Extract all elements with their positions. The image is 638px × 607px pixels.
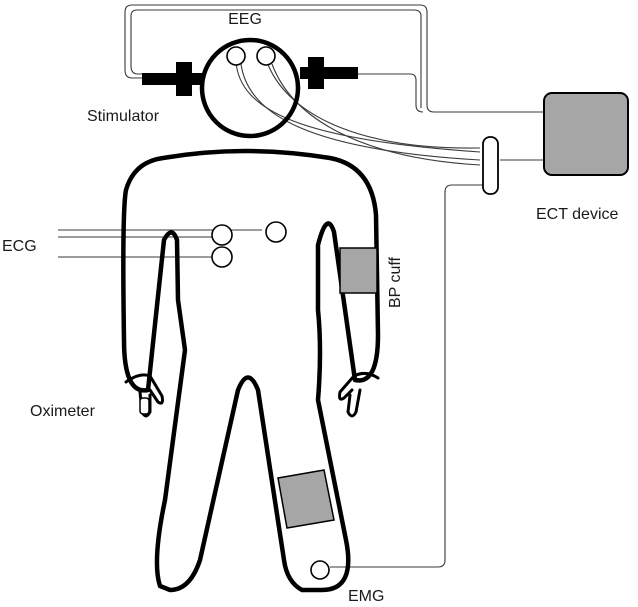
- label-bp-cuff: BP cuff: [387, 256, 404, 308]
- label-ecg: ECG: [2, 238, 37, 255]
- patient-body: [121, 37, 381, 593]
- ect-device-box: [543, 92, 629, 176]
- eeg-lead-wire-1: [235, 61, 481, 153]
- emg-cuff: [277, 469, 335, 529]
- wires: [58, 4, 545, 568]
- torso-and-legs: [121, 148, 381, 593]
- eeg-lead-wire-2: [240, 63, 481, 161]
- label-eeg: EEG: [228, 11, 262, 28]
- stimulator-left-grip: [176, 62, 192, 96]
- ecg-electrode-2: [211, 246, 233, 268]
- labels: EEG Stimulator ECT device ECG BP cuff Ox…: [2, 11, 619, 605]
- stimulator-lead-wire: [124, 4, 545, 113]
- stimulator-electrodes: [142, 57, 358, 96]
- oximeter-clip: [139, 397, 150, 415]
- eeg-electrode-left: [226, 46, 246, 66]
- stimulator-lead-wire-inner: [130, 9, 422, 108]
- ecg-electrodes: [211, 221, 287, 268]
- eeg-electrode-right: [256, 46, 276, 66]
- right-hand: [338, 371, 380, 418]
- emg-electrode: [310, 560, 330, 580]
- eeg-electrodes: [226, 46, 276, 66]
- cable-junction: [482, 136, 499, 195]
- stimulator-right-wire: [355, 73, 424, 113]
- label-emg: EMG: [348, 588, 384, 605]
- ecg-electrode-3: [265, 221, 287, 243]
- stimulator-right-grip: [308, 57, 324, 89]
- head: [199, 37, 301, 139]
- label-stimulator: Stimulator: [87, 108, 160, 125]
- eeg-lead-wire-3: [266, 61, 481, 149]
- label-ect-device: ECT device: [536, 206, 619, 223]
- eeg-lead-wire-4: [271, 63, 481, 166]
- ecg-electrode-1: [211, 224, 233, 246]
- emg-lead-wire: [330, 184, 483, 568]
- bp-cuff: [339, 247, 378, 294]
- stimulator-left-handle: [142, 73, 202, 85]
- label-oximeter: Oximeter: [30, 403, 96, 420]
